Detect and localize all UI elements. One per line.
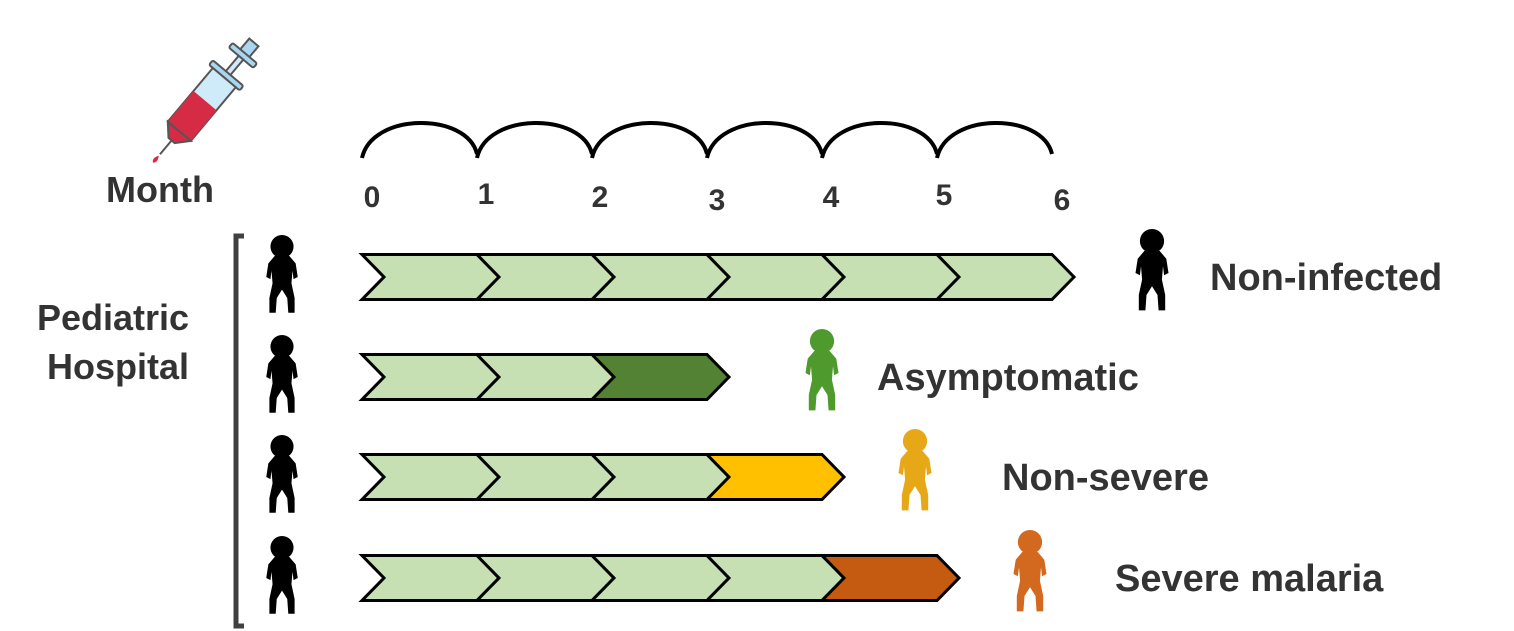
outcome-segment (703, 453, 847, 501)
hospital-bracket (233, 233, 244, 629)
outcome-label: Non-infected (1210, 257, 1442, 299)
month-arc (935, 121, 1054, 159)
timeline-segment (473, 253, 617, 301)
month-arcs (360, 121, 1054, 159)
timeline-segment (588, 253, 732, 301)
syringe-icon (152, 37, 260, 163)
timeline-segment (703, 253, 847, 301)
month-label: Month (106, 169, 214, 210)
timeline-segment (358, 554, 502, 602)
month-tick-label: 5 (936, 179, 953, 212)
outcome-label: Asymptomatic (877, 357, 1139, 399)
outcome-segment (588, 353, 732, 401)
outcome-row: Non-severe (266, 429, 1209, 513)
timeline-segment (588, 554, 732, 602)
timeline-segment (473, 353, 617, 401)
group-label-line-1: Pediatric (37, 297, 189, 338)
group-label-line-2: Hospital (47, 346, 189, 387)
month-tick-label: 2 (592, 181, 609, 214)
timeline-segment (933, 253, 1077, 301)
month-tick-label: 4 (823, 181, 840, 214)
month-arc (705, 121, 824, 159)
timeline-segment (358, 253, 502, 301)
timeline-segment (358, 453, 502, 501)
outcome-row: Non-infected (266, 229, 1442, 313)
month-ticks: 0 1 2 3 4 5 6 (364, 178, 1071, 217)
month-tick-label: 3 (709, 184, 726, 217)
outcome-baby-icon (1013, 530, 1047, 612)
month-tick-label: 0 (364, 181, 381, 214)
outcome-row: Severe malaria (266, 530, 1384, 614)
outcome-segment (818, 554, 962, 602)
month-tick-label: 6 (1054, 184, 1071, 217)
outcome-baby-icon (805, 329, 839, 411)
infant-baby-icon (266, 435, 298, 513)
outcome-baby-icon (1135, 229, 1169, 311)
month-tick-label: 1 (478, 178, 495, 211)
timeline-segment (473, 453, 617, 501)
infant-baby-icon (266, 235, 298, 313)
group-label: Pediatric Hospital (37, 297, 199, 387)
timeline-segment (588, 453, 732, 501)
month-arc (475, 121, 594, 159)
outcome-label: Non-severe (1002, 457, 1209, 499)
outcome-row: Asymptomatic (266, 329, 1139, 413)
outcome-baby-icon (898, 429, 932, 511)
month-arc (590, 121, 709, 159)
month-arc (360, 121, 479, 159)
outcome-rows: Non-infectedAsymptomaticNon-severeSevere… (266, 229, 1442, 614)
timeline-segment (703, 554, 847, 602)
infant-baby-icon (266, 335, 298, 413)
infant-baby-icon (266, 536, 298, 614)
timeline-segment (358, 353, 502, 401)
month-arc (820, 121, 939, 159)
outcome-label: Severe malaria (1115, 558, 1384, 600)
timeline-segment (473, 554, 617, 602)
timeline-segment (818, 253, 962, 301)
